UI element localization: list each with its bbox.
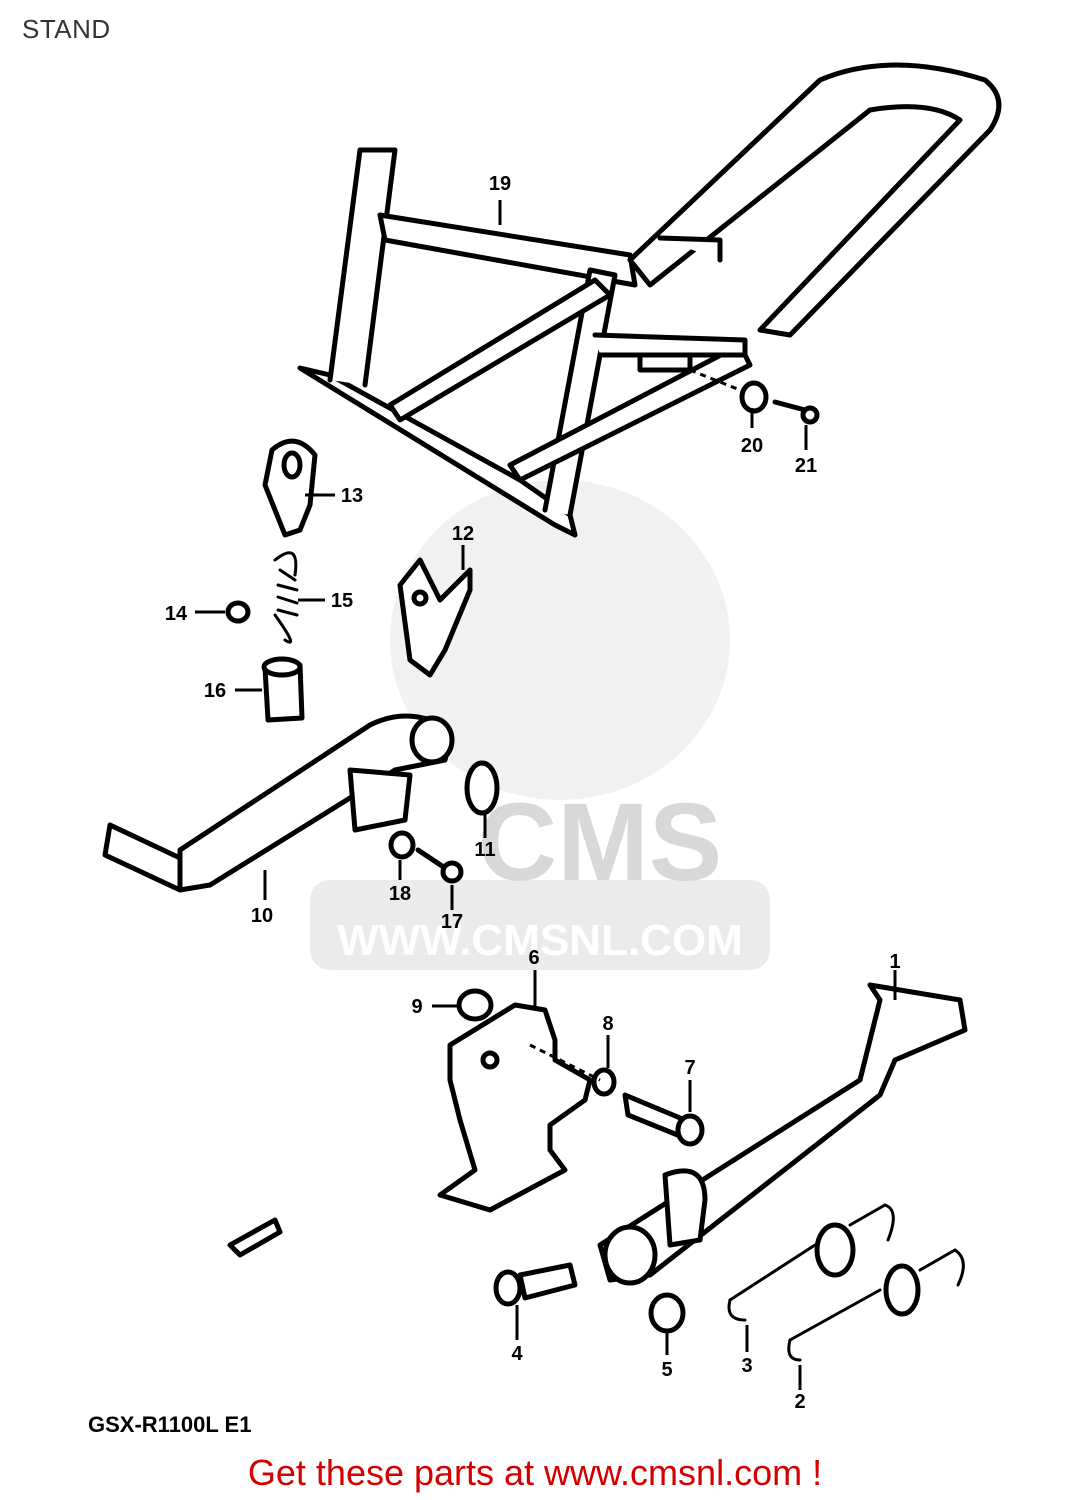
part-10-pedal bbox=[102, 713, 455, 893]
front-arrow-icon bbox=[227, 1217, 283, 1258]
callout-3: 3 bbox=[741, 1355, 752, 1377]
part-15-spring bbox=[273, 551, 299, 644]
part-20-nut bbox=[739, 380, 769, 414]
part-19-main-stand bbox=[297, 62, 1002, 538]
callout-5: 5 bbox=[661, 1359, 672, 1381]
callout-12: 12 bbox=[452, 523, 474, 545]
part-16-collar bbox=[261, 656, 305, 723]
callout-14: 14 bbox=[165, 603, 188, 625]
page-title: STAND bbox=[22, 14, 111, 44]
cms-watermark: CMS WWW.CMSNL.COM bbox=[310, 480, 770, 970]
callout-20: 20 bbox=[741, 435, 763, 457]
callout-18: 18 bbox=[389, 883, 411, 905]
callout-21: 21 bbox=[795, 455, 817, 477]
leader-lines bbox=[195, 200, 897, 1390]
part-9-nut bbox=[456, 988, 494, 1022]
part-17-bolt bbox=[415, 847, 464, 884]
part-11-oring bbox=[464, 760, 500, 816]
callout-16: 16 bbox=[204, 680, 226, 702]
watermark-url: WWW.CMSNL.COM bbox=[337, 916, 743, 965]
part-6-bracket bbox=[437, 1002, 593, 1213]
callout-numbers: 19 20 21 13 12 14 15 16 11 10 18 17 6 9 … bbox=[165, 173, 901, 1413]
callout-11: 11 bbox=[474, 839, 495, 861]
model-label: GSX-R1100L E1 bbox=[88, 1412, 252, 1437]
part-13-plate bbox=[262, 438, 318, 538]
callout-6: 6 bbox=[528, 947, 539, 969]
part-7-bolt bbox=[622, 1092, 705, 1147]
part-21-bolt bbox=[772, 399, 820, 425]
callout-10: 10 bbox=[251, 905, 273, 927]
callout-13: 13 bbox=[341, 485, 363, 507]
callout-7: 7 bbox=[684, 1057, 695, 1079]
callout-2: 2 bbox=[794, 1391, 805, 1413]
part-8-washer bbox=[591, 1067, 617, 1097]
part-4-bolt bbox=[493, 1262, 578, 1307]
callout-15: 15 bbox=[331, 590, 353, 612]
callout-1: 1 bbox=[889, 951, 900, 973]
callout-8: 8 bbox=[602, 1013, 613, 1035]
callout-4: 4 bbox=[511, 1343, 523, 1365]
watermark-logo: CMS bbox=[478, 781, 722, 904]
footer-link[interactable]: Get these parts at www.cmsnl.com ! bbox=[247, 1452, 823, 1493]
callout-9: 9 bbox=[411, 996, 422, 1018]
part-5-nut bbox=[648, 1292, 686, 1334]
part-12-bracket bbox=[397, 557, 473, 678]
part-2-spring bbox=[787, 1248, 965, 1362]
part-14-bolt bbox=[225, 600, 251, 624]
callout-19: 19 bbox=[489, 173, 511, 195]
part-1-side-stand bbox=[597, 982, 968, 1286]
part-3-spring bbox=[727, 1203, 895, 1322]
callout-17: 17 bbox=[441, 911, 463, 933]
part-18-nut bbox=[388, 830, 416, 860]
